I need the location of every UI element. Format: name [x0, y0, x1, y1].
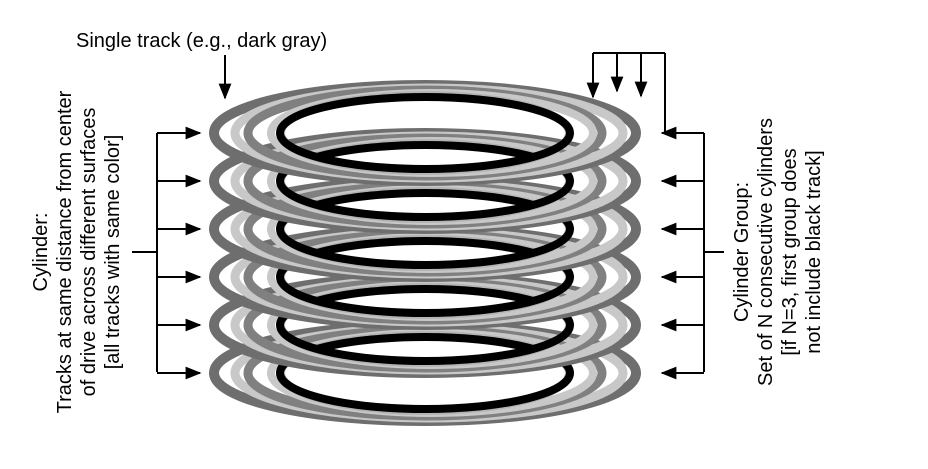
single-track-label: Single track (e.g., dark gray): [76, 30, 327, 52]
cylinder-line-3: [all tracks with same color]: [102, 135, 124, 370]
cylinder-group-bracket: [660, 126, 724, 380]
track-ring: [276, 285, 574, 365]
cylinder-group-title: Cylinder Group:: [731, 182, 753, 322]
track-ring: [276, 237, 574, 317]
platter: [209, 128, 641, 234]
cylinder-line-2: of drive across different surfaces: [78, 108, 100, 397]
cylinder-group-line-3: not include black track]: [803, 150, 825, 353]
cylinder-title: Cylinder:: [30, 213, 52, 292]
track-ring: [276, 93, 574, 173]
cylinder-label: Cylinder: Tracks at same distance from c…: [30, 90, 124, 413]
cylinder-group-label: Cylinder Group: Set of N consecutive cyl…: [731, 118, 825, 386]
track-ring: [276, 141, 574, 221]
cylinder-bracket: [132, 126, 202, 380]
cylinder-group-top-bracket: [586, 52, 666, 133]
cylinder-group-line-1: Set of N consecutive cylinders: [755, 118, 777, 386]
track-ring: [276, 333, 574, 413]
platter: [209, 80, 641, 186]
track-ring: [276, 189, 574, 269]
platter-stack: [209, 80, 641, 426]
cylinder-group-line-2: [if N=3, first group does: [779, 148, 801, 355]
single-track-annotation: Single track (e.g., dark gray): [76, 30, 327, 100]
cylinder-line-1: Tracks at same distance from center: [54, 90, 76, 413]
